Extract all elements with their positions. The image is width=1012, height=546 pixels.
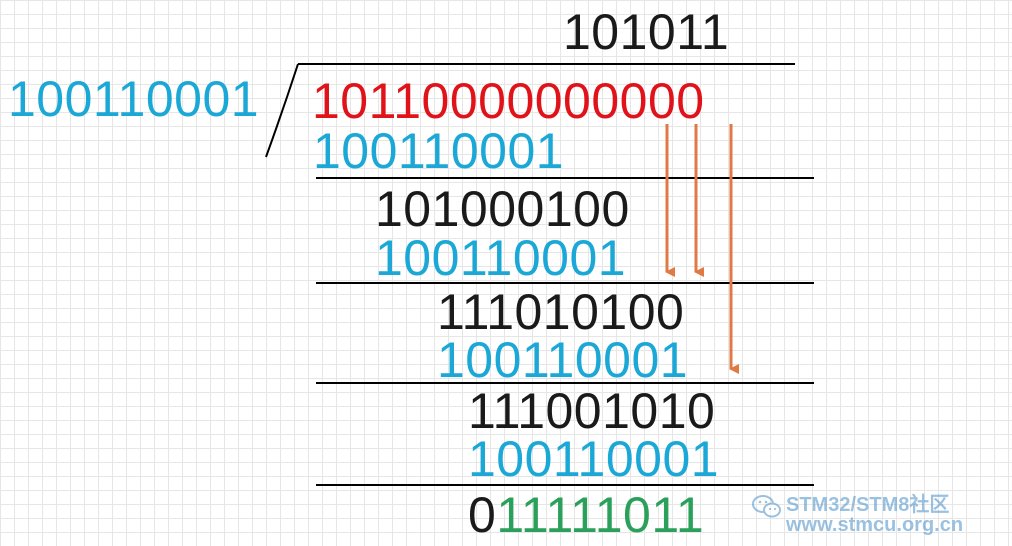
division-bracket [265,63,299,158]
subtrahend-4: 100110001 [468,431,720,487]
step-line-1 [316,177,814,179]
result-leading-zero: 0 [468,487,497,543]
step-line-4 [316,484,814,486]
remainder-3: 111010100 [437,284,685,340]
wechat-icon [752,495,781,518]
subtrahend-3: 100110001 [437,332,689,388]
division-top-line [298,63,795,65]
result-crc: 11111011 [496,487,705,543]
divisor: 100110001 [8,71,260,127]
dividend: 10110000000000 [312,73,705,129]
result: 011111011 [468,490,704,540]
watermark-line-2: www.stmcu.org.cn [786,514,964,536]
subtrahend-1: 100110001 [313,123,565,179]
watermark-line-1: STM32/STM8社区 [786,494,950,516]
remainder-2: 101000100 [375,181,630,237]
watermark: STM32/STM8社区 www.stmcu.org.cn [752,488,1007,540]
subtrahend-2: 100110001 [375,230,627,286]
step-line-2 [316,282,814,284]
remainder-4: 111001010 [468,383,716,439]
step-line-3 [316,382,814,384]
quotient: 101011 [563,4,730,60]
